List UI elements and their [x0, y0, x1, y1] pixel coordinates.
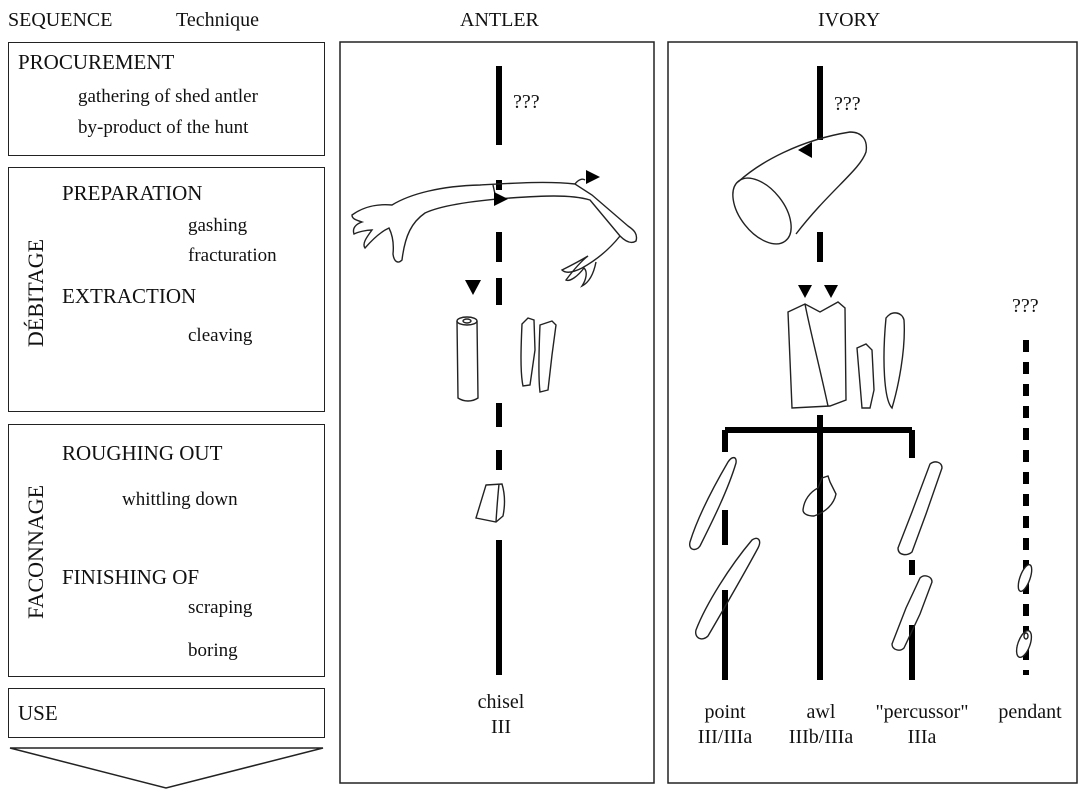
- antler-header: ANTLER: [460, 9, 539, 31]
- preparation-title: PREPARATION: [62, 181, 203, 205]
- procurement-item: gathering of shed antler: [78, 86, 258, 107]
- awl-icon: [802, 475, 837, 517]
- point-name: point: [704, 701, 746, 723]
- use-box: [8, 688, 325, 738]
- point-code: III/IIIa: [697, 726, 753, 748]
- point-icon: [688, 456, 761, 640]
- technique-header: Technique: [176, 9, 260, 31]
- debitage-box: [8, 167, 325, 412]
- pendant-label: pendant: [988, 700, 1072, 725]
- pendant-unknown-label: ???: [1012, 295, 1039, 317]
- faconnage-box: [8, 424, 325, 677]
- extraction-item: cleaving: [188, 325, 253, 346]
- chisel-code: III: [491, 716, 511, 738]
- roughing-item: whittling down: [122, 489, 238, 510]
- ivory-chain-line: [722, 66, 915, 680]
- ivory-header: IVORY: [818, 9, 881, 31]
- finishing-item: boring: [188, 640, 238, 661]
- roughing-title: ROUGHING OUT: [62, 441, 223, 465]
- extraction-title: EXTRACTION: [62, 284, 197, 308]
- procurement-box: [8, 42, 325, 156]
- chisel-icon: [475, 483, 506, 523]
- procurement-title: PROCUREMENT: [18, 50, 175, 74]
- percussor-code: IIIa: [907, 726, 937, 748]
- chisel-name: chisel: [477, 691, 525, 713]
- preparation-item: gashing: [188, 215, 248, 236]
- percussor-name: "percussor": [875, 701, 969, 723]
- awl-code: IIIb/IIIa: [788, 726, 854, 748]
- awl-name: awl: [806, 701, 836, 723]
- sequence-header: SEQUENCE: [8, 9, 113, 31]
- antler-unknown-label: ???: [513, 91, 540, 113]
- use-title: USE: [18, 701, 58, 725]
- cut-marker-icon: [465, 170, 600, 295]
- awl-label: awl IIIb/IIIa: [771, 700, 871, 750]
- pendant-name: pendant: [998, 701, 1062, 723]
- chisel-label: chisel III: [465, 690, 537, 740]
- point-label: point III/IIIa: [672, 700, 778, 750]
- ivory-unknown-label: ???: [834, 93, 861, 115]
- sequence-arrow-icon: [9, 747, 324, 789]
- antler-rod-icon: [456, 316, 557, 402]
- percussor-icon: [891, 461, 943, 651]
- ivory-fragment-icon: [787, 301, 906, 410]
- ivory-tusk-icon: [732, 131, 868, 245]
- percussor-label: "percussor" IIIa: [860, 700, 984, 750]
- antler-column-frame: [339, 41, 655, 784]
- finishing-item: scraping: [188, 597, 253, 618]
- preparation-item: fracturation: [188, 245, 277, 266]
- finishing-title: FINISHING OF: [62, 565, 200, 589]
- cut-marker-icon: [798, 142, 838, 298]
- pendant-icon: [1015, 564, 1033, 659]
- procurement-item: by-product of the hunt: [78, 117, 249, 138]
- ivory-column-frame: [667, 41, 1078, 784]
